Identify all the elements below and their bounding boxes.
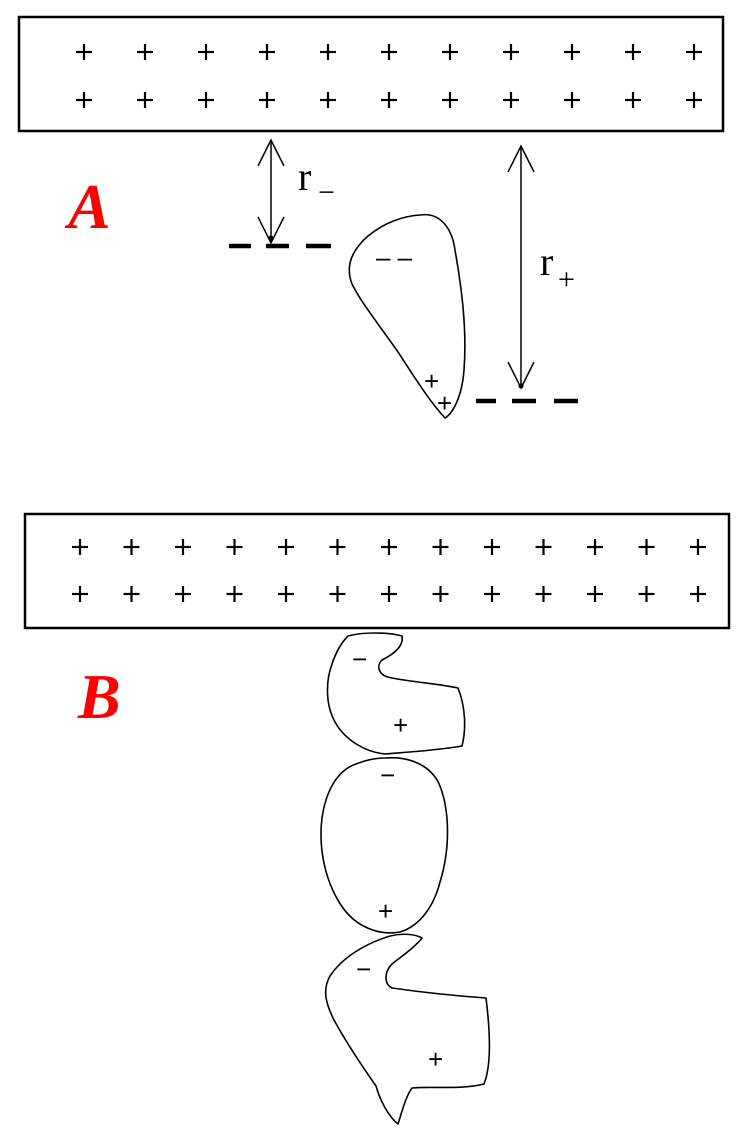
plate-b-charges (72, 539, 706, 602)
plate-plus-charge (503, 44, 519, 60)
panel-b: B − + − + − + (23, 512, 731, 1125)
svg-text:r: r (540, 239, 553, 284)
svg-text:r: r (298, 154, 311, 199)
plate-plus-charge (137, 92, 153, 108)
plate-plus-charge (442, 92, 458, 108)
chain-grain-1 (326, 632, 466, 755)
r-minus-label: r − (298, 154, 335, 209)
plate-plus-charge (432, 539, 449, 555)
plate-plus-charge (123, 586, 140, 602)
plate-plus-charge (329, 586, 346, 602)
panel-b-letter: B (77, 661, 121, 732)
plate-plus-charge (690, 539, 706, 555)
r-plus-arrow (507, 144, 535, 390)
grain-a-positive-charge-2: + (437, 388, 452, 418)
grain-a-negative-charges: – – (376, 242, 413, 272)
polarized-grain-a (348, 213, 466, 419)
plate-plus-charge (278, 586, 294, 602)
plate-plus-charge (587, 539, 603, 555)
plate-plus-charge (638, 539, 655, 555)
plate-plus-charge (72, 586, 88, 602)
grain-3-positive-charge: + (428, 1044, 443, 1074)
plate-plus-charge (226, 586, 243, 602)
plate-plus-charge (432, 586, 449, 602)
plate-plus-charge (381, 539, 397, 555)
r-minus-arrow (257, 138, 285, 245)
grain-a-positive-charge-1: + (424, 366, 439, 396)
plate-plus-charge (175, 539, 191, 555)
plate-plus-charge (278, 539, 294, 555)
plate-a-charges (76, 44, 702, 108)
plate-plus-charge (484, 539, 500, 555)
plate-plus-charge (320, 44, 336, 60)
plate-plus-charge (535, 539, 552, 555)
panel-a-letter: A (64, 171, 111, 242)
plate-plus-charge (686, 44, 702, 60)
plate-plus-charge (76, 92, 92, 108)
r-plus-label: r + (540, 239, 575, 296)
grain-1-positive-charge: + (393, 710, 408, 740)
plate-plus-charge (442, 44, 458, 60)
plate-plus-charge (638, 586, 655, 602)
plate-plus-charge (587, 586, 603, 602)
plate-plus-charge (381, 44, 397, 60)
grain-2-negative-charge: − (380, 760, 395, 790)
plate-plus-charge (137, 44, 153, 60)
plate-plus-charge (690, 586, 706, 602)
plate-plus-charge (259, 44, 275, 60)
plate-plus-charge (226, 539, 243, 555)
plate-plus-charge (175, 586, 191, 602)
svg-text:+: + (558, 263, 575, 296)
plate-plus-charge (198, 92, 214, 108)
plate-plus-charge (564, 92, 580, 108)
plate-plus-charge (625, 92, 641, 108)
svg-text:−: − (318, 176, 335, 209)
plate-plus-charge (686, 92, 702, 108)
chain-grain-2 (320, 756, 449, 934)
grain-3-negative-charge: − (356, 954, 371, 984)
plate-plus-charge (320, 92, 336, 108)
plate-plus-charge (484, 586, 500, 602)
chain-grain-3 (324, 933, 491, 1125)
plate-plus-charge (72, 539, 88, 555)
plate-plus-charge (381, 586, 397, 602)
grain-2-positive-charge: + (378, 896, 393, 926)
plate-plus-charge (123, 539, 140, 555)
charged-plate-a (17, 15, 725, 133)
plate-plus-charge (564, 44, 580, 60)
plate-plus-charge (535, 586, 552, 602)
plate-plus-charge (259, 92, 275, 108)
grain-1-negative-charge: − (352, 644, 367, 674)
charged-plate-b (23, 512, 731, 630)
plate-plus-charge (381, 92, 397, 108)
plate-plus-charge (198, 44, 214, 60)
plate-plus-charge (503, 92, 519, 108)
plate-plus-charge (625, 44, 641, 60)
plate-plus-charge (76, 44, 92, 60)
panel-a: A r − r + (17, 15, 725, 419)
plate-plus-charge (329, 539, 346, 555)
